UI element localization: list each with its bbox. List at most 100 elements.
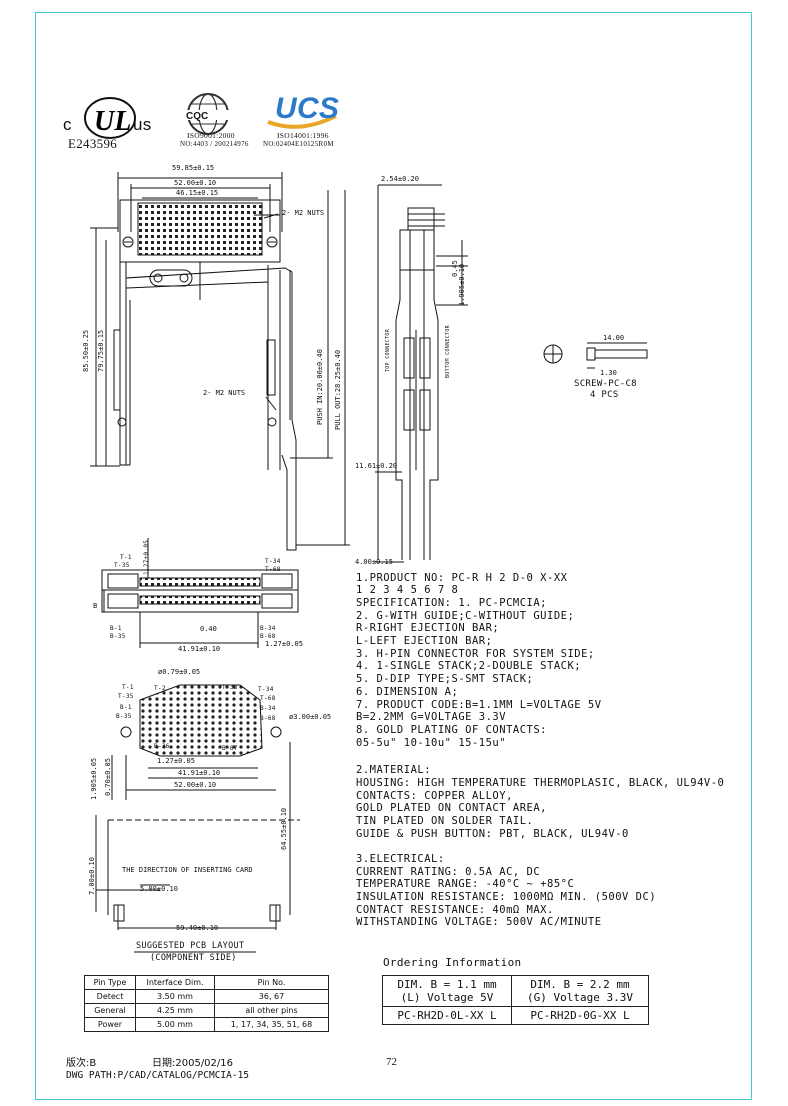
cqc-number: NO:4403 / 200214976 — [180, 140, 249, 148]
electrical-line-2: TEMPERATURE RANGE: -40°C ~ +85°C — [356, 878, 575, 890]
pcb-label-t34: T-34 — [258, 686, 274, 693]
table-header-row: Pin Type Interface Dim. Pin No. — [84, 975, 329, 990]
pcb-dim-5200: 52.00±0.10 — [174, 781, 217, 789]
pcb-dim-4191: 41.91±0.10 — [178, 769, 221, 777]
pin-type-table: Pin Type Interface Dim. Pin No. Detect 3… — [84, 975, 329, 1032]
cqc-iso-text: ISO9001:2000 — [187, 131, 235, 140]
nuts-label-bottom: 2- M2 NUTS — [203, 389, 246, 397]
pcb-label-t1: T-1 — [122, 684, 134, 691]
end-dim-4191: 41.91±0.10 — [178, 645, 221, 653]
spec-line-13: 05-5u" 10-10u" 15-15u" — [356, 737, 507, 749]
pcb-label-t68: T-68 — [260, 695, 276, 702]
electrical-line-4: CONTACT RESISTANCE: 40mΩ MAX. — [356, 904, 554, 916]
spec-line-2: SPECIFICATION: 1. PC-PCMCIA; — [356, 597, 548, 609]
table-cell: 36, 67 — [214, 989, 329, 1004]
spec-line-6: 3. H-PIN CONNECTOR FOR SYSTEM SIDE; — [356, 648, 595, 660]
end-dim-127-vertical: 1.27±0.05 — [143, 539, 150, 575]
screw-length: 14.00 — [603, 334, 625, 342]
ordering-dim-1: DIM. B = 1.1 mm — [397, 978, 497, 991]
electrical-line-1: CURRENT RATING: 0.5A AC, DC — [356, 866, 541, 878]
dim-pitch: 2.54±0.20 — [381, 175, 419, 183]
ul-c-mark: c — [63, 115, 72, 134]
table-cell: DIM. B = 2.2 mm (G) Voltage 3.3V — [511, 975, 649, 1007]
electrical-line-0: 3.ELECTRICAL: — [356, 853, 445, 865]
end-dim-040: 0.40 — [200, 625, 217, 633]
end-label-t35: T-35 — [114, 562, 130, 569]
pcb-label-b67: B-67 — [222, 745, 238, 752]
table-row: Power 5.00 mm 1, 17, 34, 35, 51, 68 — [84, 1017, 329, 1032]
ul-us-mark: us — [133, 115, 152, 134]
bottom-connector-label: BOTTOM CONNECTOR — [445, 325, 451, 378]
ucs-iso-text: ISO14001:1996 — [277, 131, 329, 140]
end-label-t68: T-68 — [265, 566, 281, 573]
ordering-voltage-2: (G) Voltage 3.3V — [527, 991, 633, 1004]
material-line-5: GUIDE & PUSH BUTTON: PBT, BLACK, UL94V-0 — [356, 828, 629, 840]
dim-length-inner: 79.75±0.15 — [97, 329, 105, 372]
material-line-1: HOUSING: HIGH TEMPERATURE THERMOPLASIC, … — [356, 777, 725, 789]
push-in-label: PUSH IN:20.00±0.40 — [316, 349, 324, 425]
dim-overall-width: 59.85±0.15 — [172, 164, 215, 172]
pcb-dim-1905: 1.905±0.05 — [90, 757, 98, 800]
pcb-label-t35: T-35 — [118, 693, 134, 700]
material-line-2: CONTACTS: COPPER ALLOY, — [356, 790, 513, 802]
table-cell: 5.00 mm — [135, 1017, 215, 1032]
spec-line-1: 1 2 3 4 5 6 7 8 — [356, 584, 459, 596]
pcb-dim-6455: 64.55±0.10 — [280, 807, 288, 850]
pcb-dim-hole: ø0.79±0.05 — [158, 668, 201, 676]
pcb-label-b36: B-36 — [154, 743, 170, 750]
pull-out-label: PULL OUT:28.25±0.40 — [334, 349, 342, 430]
footer-drawing-path: DWG PATH:P/CAD/CATALOG/PCMCIA-15 — [66, 1070, 250, 1081]
table-cell: 4.25 mm — [135, 1003, 215, 1018]
footer-date: 日期:2005/02/16 — [152, 1058, 234, 1069]
spec-line-8: 5. D-DIP TYPE;S-SMT STACK; — [356, 673, 534, 685]
dim-length-outer: 85.50±0.25 — [82, 329, 90, 372]
table-cell: 3.50 mm — [135, 989, 215, 1004]
pcb-label-t2: T-2 — [154, 685, 166, 692]
material-line-3: GOLD PLATED ON CONTACT AREA, — [356, 802, 548, 814]
page-number: 72 — [386, 1056, 397, 1068]
end-label-b68: B-68 — [260, 633, 276, 640]
dim-400: 4.00±0.15 — [355, 558, 393, 566]
top-connector-label: TOP CONNECTOR — [385, 328, 391, 372]
table-row: DIM. B = 1.1 mm (L) Voltage 5V DIM. B = … — [382, 975, 649, 1007]
spec-line-3: 2. G-WITH GUIDE;C-WITHOUT GUIDE; — [356, 610, 575, 622]
end-label-t1: T-1 — [120, 554, 132, 561]
screw-name: SCREW-PC-C8 — [574, 379, 637, 389]
table-cell: all other pins — [214, 1003, 329, 1018]
table-header: Interface Dim. — [135, 975, 215, 990]
ucs-number: NO:02404E10125R0M — [263, 140, 334, 148]
page-frame — [35, 12, 752, 1100]
end-dim-127: 1.27±0.05 — [265, 640, 303, 648]
table-cell: Detect — [84, 989, 136, 1004]
pcb-layout-subtitle: (COMPONENT SIDE) — [150, 953, 237, 963]
ordering-voltage-1: (L) Voltage 5V — [400, 991, 494, 1004]
ordering-part-1: PC-RH2D-0L-XX L — [382, 1006, 512, 1025]
spec-line-4: R-RIGHT EJECTION BAR; — [356, 622, 500, 634]
dim-mid-width: 52.00±0.10 — [174, 179, 217, 187]
screw-quantity: 4 PCS — [590, 390, 619, 400]
nuts-label-top: 2- M2 NUTS — [282, 209, 325, 217]
table-cell: 1, 17, 34, 35, 51, 68 — [214, 1017, 329, 1032]
table-header: Pin No. — [214, 975, 329, 990]
end-label-b34: B-34 — [260, 625, 276, 632]
end-label-t34: T-34 — [265, 558, 281, 565]
table-row: PC-RH2D-0L-XX L PC-RH2D-0G-XX L — [382, 1006, 649, 1025]
ucs-logo-mark: UCS — [275, 92, 340, 125]
ordering-dim-2: DIM. B = 2.2 mm — [530, 978, 630, 991]
pcb-label-b68: B-68 — [260, 715, 276, 722]
footer-version: 版次:B — [66, 1058, 97, 1069]
table-cell: Power — [84, 1017, 136, 1032]
pcb-dim-070: 0.70±0.05 — [104, 758, 112, 796]
electrical-line-3: INSULATION RESISTANCE: 1000MΩ MIN. (500V… — [356, 891, 657, 903]
end-label-b1: B-1 — [110, 625, 122, 632]
table-header: Pin Type — [84, 975, 136, 990]
pcb-dim-300: ø3.00±0.05 — [289, 713, 332, 721]
pcb-dim-5940: 59.40±0.10 — [176, 924, 219, 932]
pcb-dim-127: 1.27±0.05 — [157, 757, 195, 765]
spec-line-0: 1.PRODUCT NO: PC-R H 2 D-0 X-XX — [356, 572, 568, 584]
table-cell: General — [84, 1003, 136, 1018]
pcb-label-b1: B-1 — [120, 704, 132, 711]
spec-line-5: L-LEFT EJECTION BAR; — [356, 635, 493, 647]
end-label-b35: B-35 — [110, 633, 126, 640]
pcb-label-t33: T-33 — [222, 684, 238, 691]
